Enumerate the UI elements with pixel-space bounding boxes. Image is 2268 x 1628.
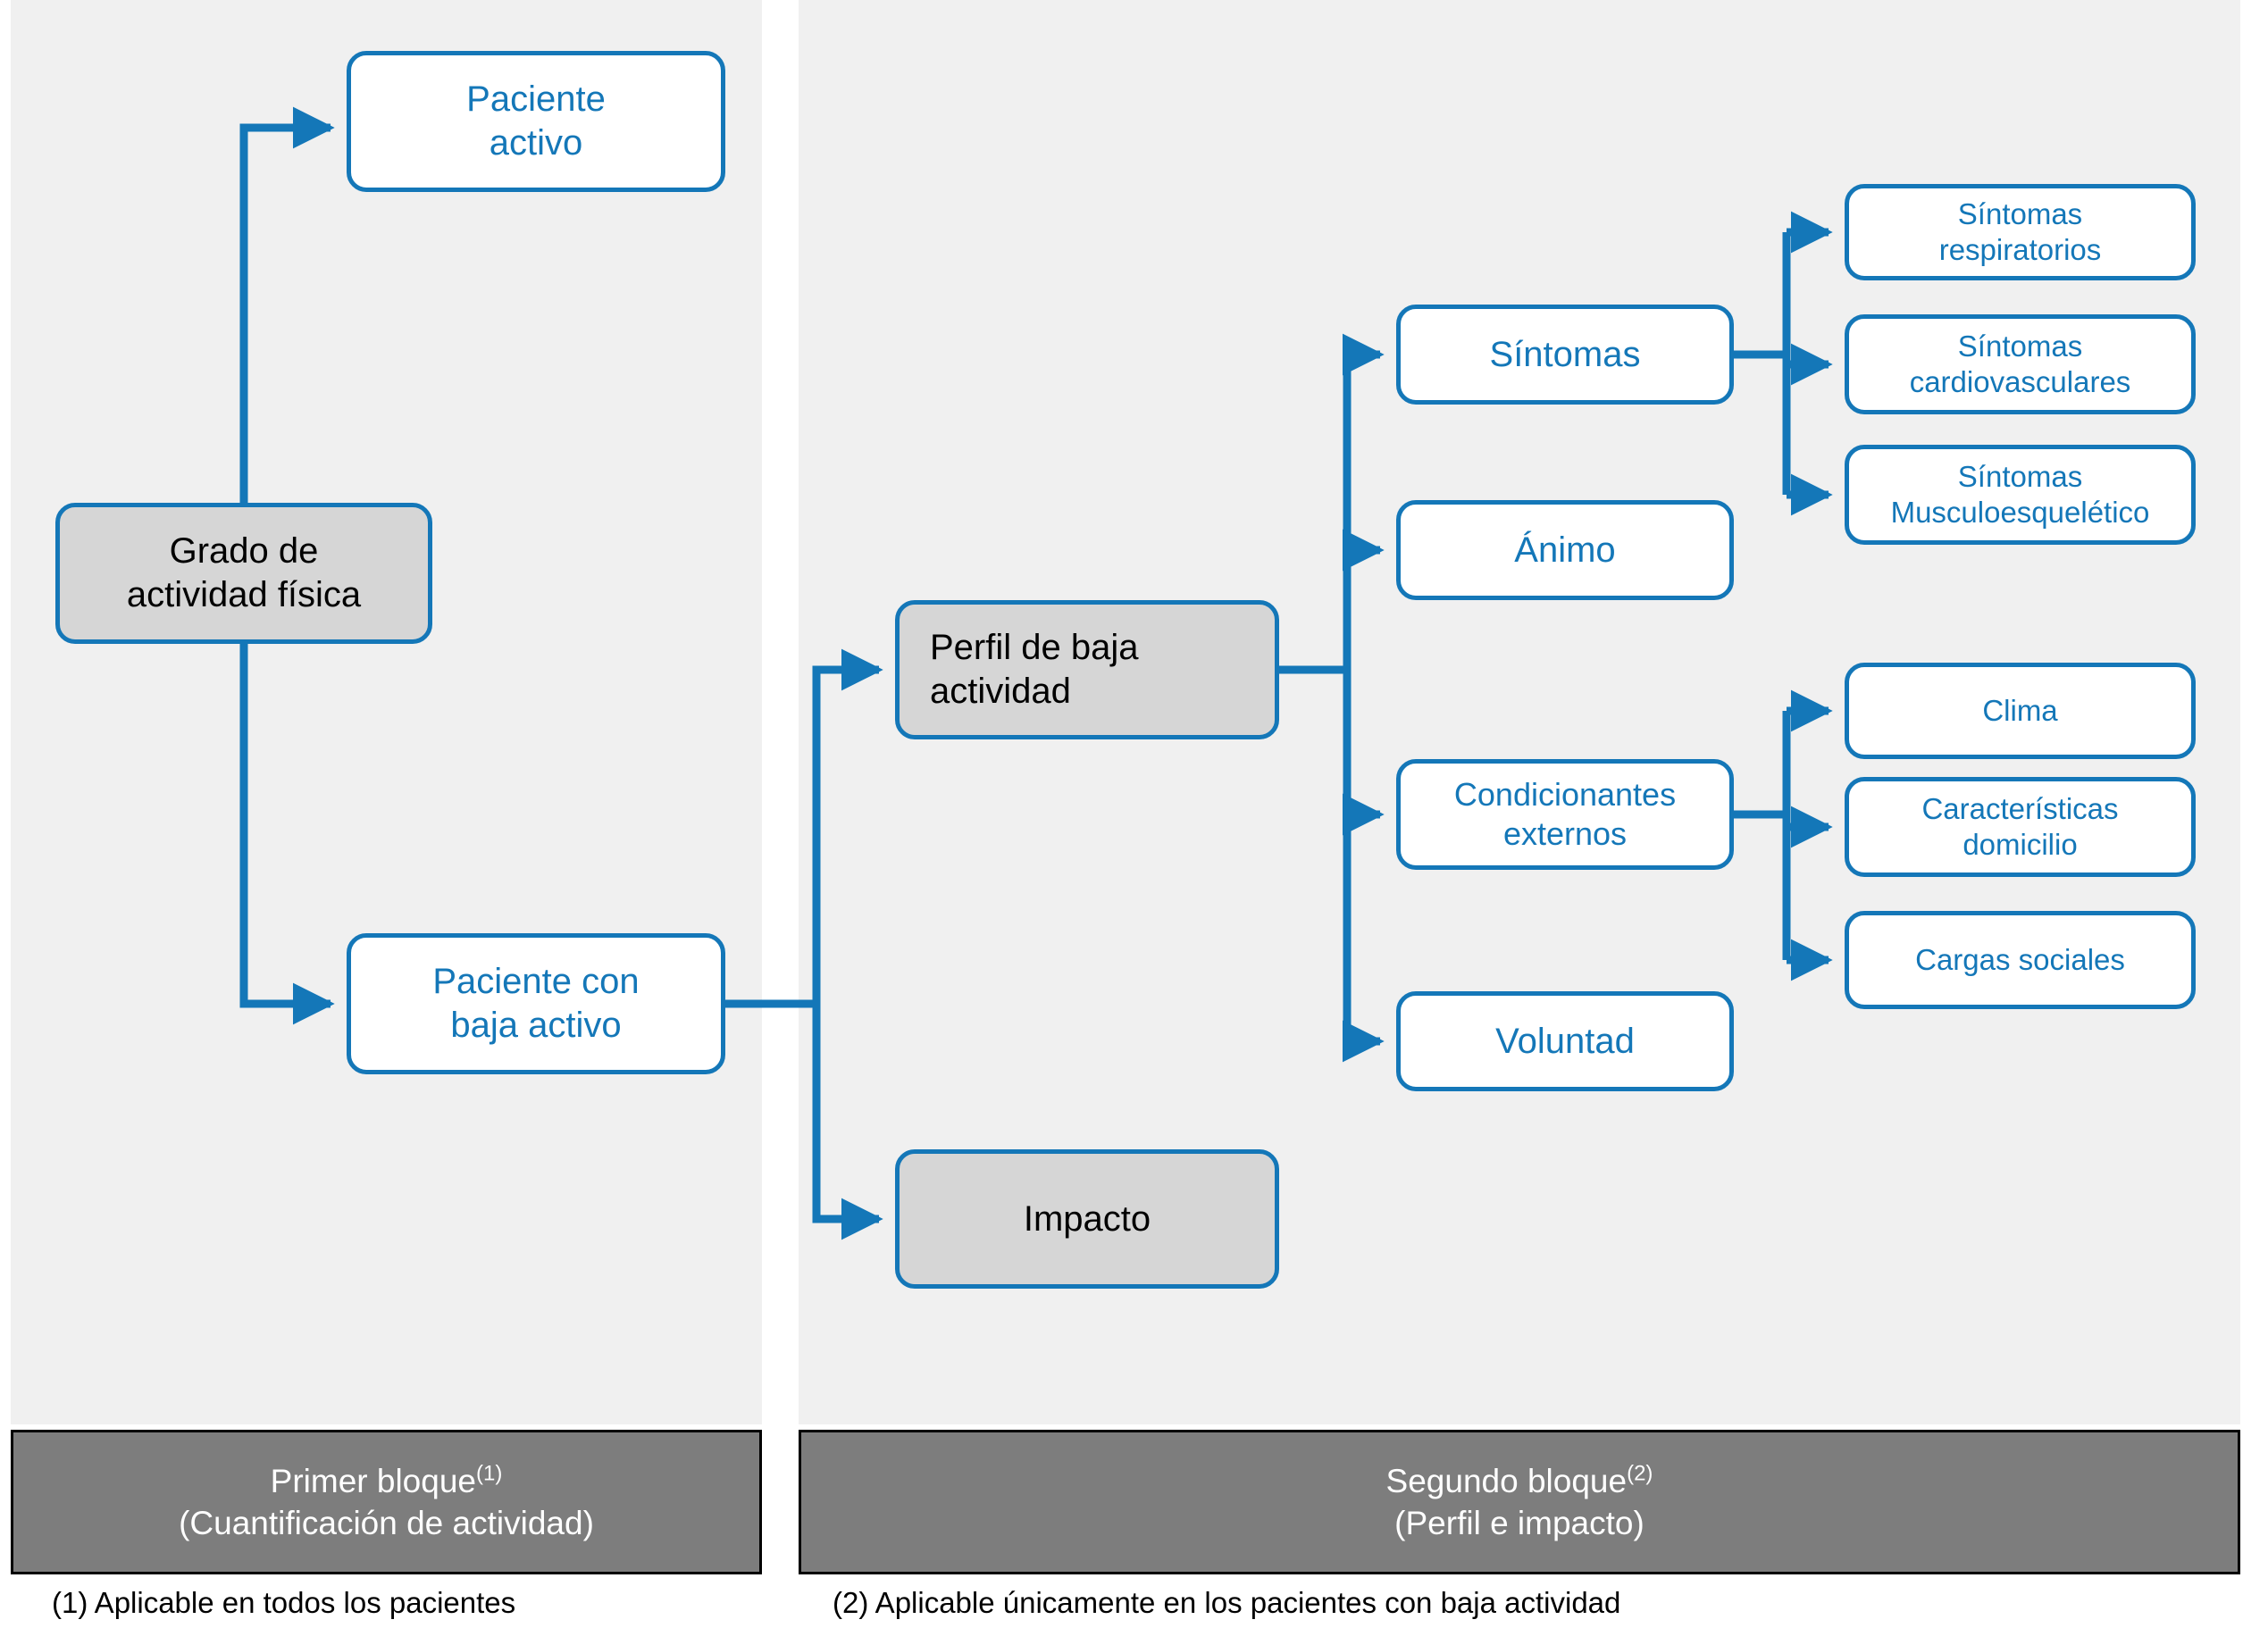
- footer-segundo-bloque: Segundo bloque(2) (Perfil e impacto): [799, 1430, 2240, 1574]
- node-voluntad-label: Voluntad: [1495, 1021, 1635, 1061]
- node-clima[interactable]: Clima: [1845, 663, 2196, 759]
- node-animo-label: Ánimo: [1514, 530, 1616, 570]
- primer-bloque-panel: [11, 0, 762, 1424]
- node-sintomas-cardio-line1: Síntomas: [1957, 329, 2083, 363]
- node-impacto[interactable]: Impacto: [895, 1149, 1279, 1289]
- node-paciente-activo-line2: activo: [489, 123, 583, 163]
- node-sintomas-cardio-line2: cardiovasculares: [1909, 365, 2131, 398]
- node-sintomas-cardiovasculares[interactable]: Síntomas cardiovasculares: [1845, 314, 2196, 414]
- node-caracteristicas-line1: Características: [1921, 791, 2119, 825]
- node-sintomas[interactable]: Síntomas: [1396, 305, 1734, 405]
- node-caracteristicas-line2: domicilio: [1963, 828, 2078, 861]
- node-grado-actividad-fisica[interactable]: Grado de actividad física: [55, 503, 432, 644]
- node-perfil-line1: Perfil de baja: [930, 628, 1139, 668]
- footer-primer-bloque-line1: Primer bloque(1): [271, 1460, 503, 1502]
- footer-primer-bloque-title: Primer bloque: [270, 1462, 476, 1499]
- node-sintomas-respiratorios[interactable]: Síntomas respiratorios: [1845, 184, 2196, 280]
- node-paciente-baja-line1: Paciente con: [432, 962, 640, 1002]
- node-grado-line1: Grado de: [169, 531, 319, 572]
- footer-primer-bloque: Primer bloque(1) (Cuantificación de acti…: [11, 1430, 762, 1574]
- node-perfil-line2: actividad: [930, 672, 1071, 711]
- footer-primer-bloque-line2: (Cuantificación de actividad): [179, 1505, 594, 1541]
- node-paciente-activo[interactable]: Paciente activo: [347, 51, 725, 192]
- node-paciente-baja-line2: baja activo: [450, 1006, 622, 1045]
- footer-segundo-bloque-line2: (Perfil e impacto): [1394, 1505, 1645, 1541]
- node-sintomas-musculoesqueletico[interactable]: Síntomas Musculoesquelético: [1845, 445, 2196, 545]
- footer-segundo-bloque-line1: Segundo bloque(2): [1386, 1460, 1653, 1502]
- node-paciente-activo-line1: Paciente: [466, 79, 606, 120]
- node-grado-line2: actividad física: [126, 575, 362, 614]
- node-clima-label: Clima: [1982, 693, 2058, 727]
- node-sintomas-musculo-line2: Musculoesquelético: [1890, 496, 2150, 529]
- node-sintomas-resp-line2: respiratorios: [1938, 233, 2102, 266]
- node-voluntad[interactable]: Voluntad: [1396, 991, 1734, 1091]
- node-sintomas-label: Síntomas: [1489, 334, 1641, 374]
- footer-primer-bloque-superscript: (1): [476, 1461, 503, 1486]
- footnote-2: (2) Aplicable únicamente en los paciente…: [833, 1586, 1621, 1619]
- footer-segundo-bloque-title: Segundo bloque: [1385, 1462, 1628, 1499]
- node-impacto-label: Impacto: [1023, 1198, 1151, 1239]
- node-condicionantes-line2: externos: [1502, 815, 1628, 852]
- node-sintomas-musculo-line1: Síntomas: [1957, 459, 2083, 493]
- node-paciente-con-baja-activo[interactable]: Paciente con baja activo: [347, 933, 725, 1074]
- footer-segundo-bloque-superscript: (2): [1627, 1461, 1653, 1486]
- node-cargas-sociales[interactable]: Cargas sociales: [1845, 911, 2196, 1009]
- node-sintomas-resp-line1: Síntomas: [1957, 196, 2083, 230]
- node-cargas-label: Cargas sociales: [1915, 942, 2125, 976]
- node-caracteristicas-domicilio[interactable]: Características domicilio: [1845, 777, 2196, 877]
- footnote-1: (1) Aplicable en todos los pacientes: [52, 1586, 516, 1619]
- node-condicionantes-line1: Condicionantes: [1453, 776, 1677, 814]
- node-animo[interactable]: Ánimo: [1396, 500, 1734, 600]
- node-perfil-baja-actividad[interactable]: Perfil de baja actividad: [895, 600, 1279, 739]
- node-condicionantes-externos[interactable]: Condicionantes externos: [1396, 759, 1734, 870]
